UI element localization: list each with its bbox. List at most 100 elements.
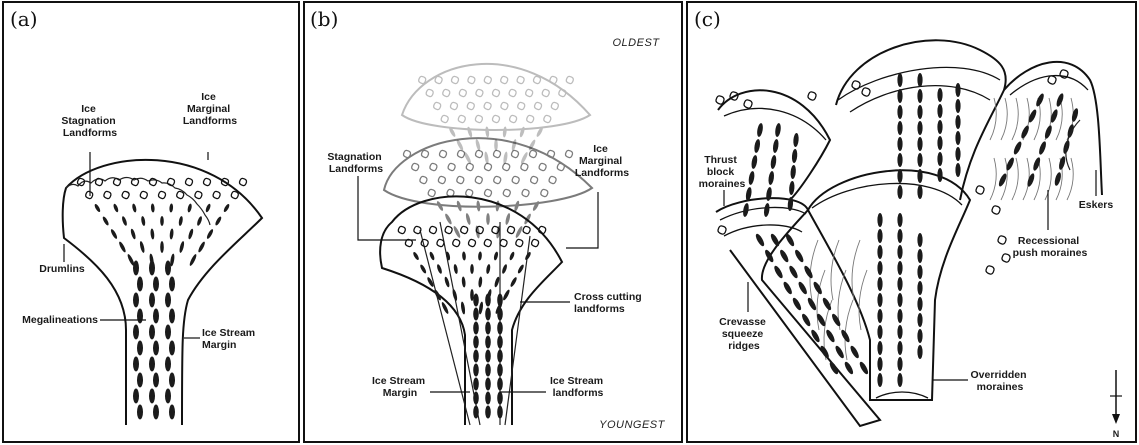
landform-mark [502,289,511,301]
landform-mark [793,133,799,147]
stagnation-ring [438,176,445,183]
stagnation-ring [518,102,525,109]
landform-mark [485,392,491,405]
landform-mark [494,276,501,288]
stagnation-ring [976,186,984,194]
landform-mark [169,228,174,239]
label-recessional-push-moraines: Recessional push moraines [1013,235,1088,259]
stagnation-ring [852,81,860,89]
landform-mark [877,325,882,339]
stagnation-ring [522,189,529,196]
landform-mark [484,151,490,164]
stagnation-ring [862,88,870,96]
landform-mark [505,213,511,226]
stagnation-ring [541,189,548,196]
push-moraine-streak [1023,158,1029,200]
panel-a-frame [3,2,299,442]
stagnation-ring [443,89,450,96]
landform-mark [877,309,882,323]
stagnation-ring [450,102,457,109]
panel-a: (a) Ice Stagnation Landforms Ice Margina… [10,7,262,425]
landform-mark [485,322,491,335]
stagnation-ring [239,178,246,185]
stagnation-ring [534,102,541,109]
landform-mark [473,392,479,405]
label-drumlins: Drumlins [39,263,85,275]
stagnation-ring [466,163,473,170]
landform-mark [917,281,922,295]
landform-mark [793,249,805,264]
moraine-ridge [876,392,928,398]
landform-mark [133,389,139,404]
landform-mark [782,281,794,296]
label-cross-cutting-landforms: Cross cutting landforms [574,291,645,315]
landform-mark [937,120,942,134]
landform-mark [1020,125,1031,140]
stagnation-ring [507,226,514,233]
landform-mark [849,345,861,360]
landform-mark [485,350,491,363]
landform-mark [937,88,942,102]
landform-mark [917,137,922,151]
north-arrow: N [1110,370,1122,439]
stagnation-ring [484,239,491,246]
landform-mark [1012,141,1023,156]
stagnation-ring [557,163,564,170]
landform-mark [169,405,175,420]
stagnation-ring [468,239,475,246]
push-moraine-streak [831,240,839,300]
stagnation-ring [434,102,441,109]
landform-mark [169,341,175,356]
stagnation-ring [177,191,184,198]
landform-mark [812,281,824,296]
stagnation-ring [492,89,499,96]
landform-mark [788,265,800,280]
stagnation-ring [448,163,455,170]
stagnation-ring [475,115,482,122]
stagnation-ring [104,191,111,198]
landform-mark [754,233,766,248]
landform-mark [149,293,155,308]
landform-mark [791,149,797,163]
landform-mark [497,364,503,377]
stagnation-ring [430,163,437,170]
landform-mark [1044,125,1054,140]
landform-mark [473,364,479,377]
stagnation-ring [466,189,473,196]
landform-mark [165,389,171,404]
landform-mark [485,308,491,321]
landform-mark [897,89,902,103]
stagnation-ring [459,89,466,96]
landform-mark [509,276,518,287]
stagnation-ring [468,76,475,83]
stagnation-ring [420,176,427,183]
stagnation-ring [484,163,491,170]
stagnation-ring [414,226,421,233]
landform-mark [165,357,171,372]
landform-mark [478,276,483,287]
panel-c: (c) N Thrust block moraines [694,7,1122,439]
stagnation-ring [527,115,534,122]
landform-mark [1055,93,1065,108]
landform-mark [473,406,479,419]
landform-mark [473,336,479,349]
landform-mark [897,373,902,387]
panel-a-label: (a) [10,7,38,31]
panel-b-stagnation-rings [398,226,545,246]
landform-mark [917,249,922,263]
landform-mark [205,203,212,213]
landform-mark [1026,173,1036,188]
landform-mark [153,373,159,388]
label-thrust-block-moraines: Thrust block moraines [699,154,746,190]
landform-mark [877,213,882,227]
stagnation-ring [453,239,460,246]
label-megalineations: Megalineations [22,314,98,326]
leader-b-marginal [566,192,598,248]
landform-mark [151,203,155,212]
landform-mark [917,105,922,119]
stagnation-ring [500,239,507,246]
landform-mark [137,341,143,356]
stagnation-ring [521,163,528,170]
landform-mark [485,294,491,307]
landform-mark [169,277,175,292]
